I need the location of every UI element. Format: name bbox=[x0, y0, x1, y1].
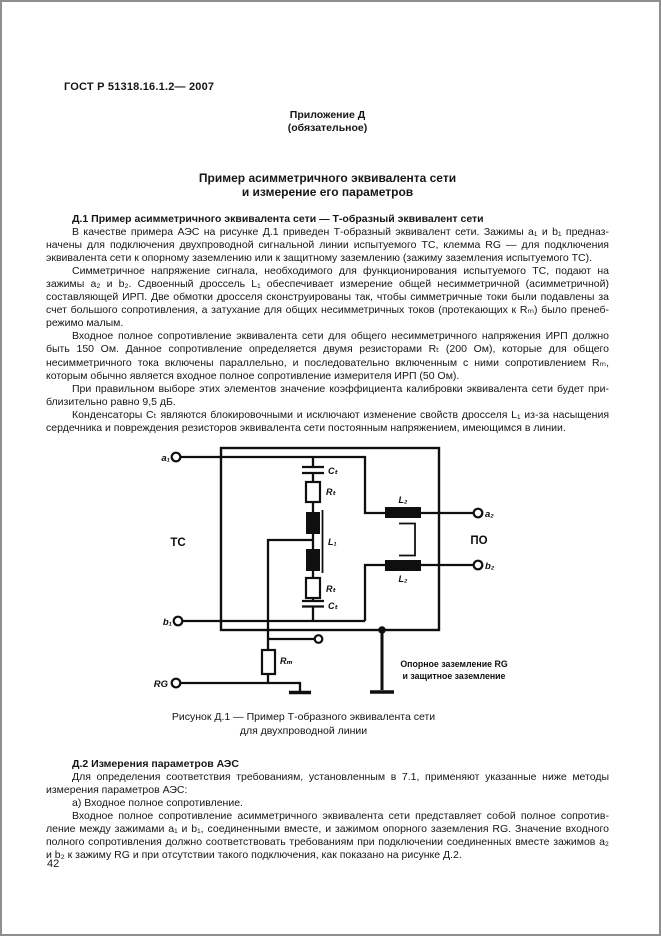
coupling-bracket bbox=[399, 522, 416, 557]
figure-caption: Рисунок Д.1 — Пример Т-образного эквивал… bbox=[46, 711, 561, 738]
a1-terminal bbox=[170, 451, 182, 463]
page-number: 42 bbox=[47, 858, 60, 870]
section-d1: Д.1 Пример асимметричного эквивалента се… bbox=[46, 213, 609, 435]
section-d1-heading: Д.1 Пример асимметричного эквивалента се… bbox=[72, 213, 484, 225]
a1-wire bbox=[180, 455, 385, 515]
capacitor-ct-bottom bbox=[302, 599, 324, 608]
annex-label: Приложение Д bbox=[289, 109, 366, 121]
a2-terminal bbox=[472, 507, 484, 519]
capacitor-ct-top bbox=[302, 465, 324, 475]
label-ct-top: Cₜ bbox=[328, 466, 338, 476]
b1-terminal bbox=[172, 615, 184, 627]
page-title-line2: и измерение его параметров bbox=[241, 184, 414, 199]
paragraph: Входное полное сопротивление эквивалента… bbox=[46, 330, 609, 382]
measure-terminal bbox=[313, 634, 324, 644]
label-ct-bottom: Cₜ bbox=[328, 601, 338, 611]
ground-note-line2: и защитное заземление bbox=[403, 671, 506, 681]
page-title: Пример асимметричного эквивалента сети и… bbox=[46, 171, 609, 199]
label-a2: a₂ bbox=[485, 509, 494, 520]
page-title-line1: Пример асимметричного эквивалента сети bbox=[198, 171, 457, 185]
label-rt-top: Rₜ bbox=[326, 487, 336, 497]
enclosure-box bbox=[219, 446, 441, 632]
label-a1: a₁ bbox=[161, 453, 170, 464]
paragraph: а) Входное полное сопротивление. bbox=[72, 797, 243, 810]
paragraph: Симметричное напряжение сигнала, необход… bbox=[46, 265, 609, 330]
label-b1: b₁ bbox=[163, 617, 172, 628]
section-d2-heading: Д.2 Измерения параметров АЭС bbox=[72, 758, 239, 770]
label-po: ПО bbox=[470, 535, 487, 547]
resistor-rt-top bbox=[304, 480, 322, 504]
label-tc: ТС bbox=[170, 537, 185, 549]
paragraph: В качестве примера АЭС на рисунке Д.1 пр… bbox=[46, 226, 609, 265]
section-d2: Д.2 Измерения параметров АЭС Для определ… bbox=[46, 758, 609, 862]
label-rm: Rₘ bbox=[280, 656, 292, 666]
annex-type: (обязательное) bbox=[287, 122, 368, 134]
circuit-diagram: a₁ b₁ RG a₂ b₂ ТС ПО Cₜ Rₜ L₁ Rₜ Cₜ L₂ L… bbox=[154, 446, 508, 695]
figure-caption-line1: Рисунок Д.1 — Пример Т-образного эквивал… bbox=[171, 711, 436, 723]
paragraph: Для определения соответствия требованиям… bbox=[46, 771, 609, 797]
inductor-l2-bottom bbox=[385, 560, 421, 571]
resistor-rm bbox=[260, 648, 277, 676]
resistor-rt-bottom bbox=[304, 576, 322, 600]
inductor-l2-top bbox=[385, 507, 421, 518]
choke-l1-winding-top bbox=[306, 512, 320, 534]
figure-caption-line2: для двухпроводной линии bbox=[239, 724, 368, 737]
doc-number: ГОСТ Р 51318.16.1.2— 2007 bbox=[64, 81, 215, 93]
choke-l1-winding-bottom bbox=[306, 549, 320, 571]
label-l2-bottom: L₂ bbox=[399, 574, 408, 584]
paragraph: Конденсаторы Cₜ являются блокировочными … bbox=[46, 408, 609, 434]
paragraph: Входное полное сопротивление асимметричн… bbox=[46, 810, 609, 862]
label-rg: RG bbox=[154, 679, 169, 690]
b2-terminal bbox=[472, 559, 484, 571]
label-rt-bottom: Rₜ bbox=[326, 584, 336, 594]
label-l1: L₁ bbox=[328, 537, 337, 547]
ground-note-line1: Опорное заземление RG bbox=[400, 659, 507, 669]
paragraph: При правильном выборе этих элементов зна… bbox=[46, 382, 609, 408]
tap-wire bbox=[266, 538, 313, 650]
label-l2-top: L₂ bbox=[399, 495, 408, 505]
annex-block: Приложение Д (обязательное) bbox=[46, 109, 609, 135]
label-b2: b₂ bbox=[485, 561, 495, 572]
rg-wire bbox=[180, 681, 302, 691]
b2-left-wire bbox=[363, 563, 385, 621]
rg-terminal bbox=[170, 677, 182, 689]
